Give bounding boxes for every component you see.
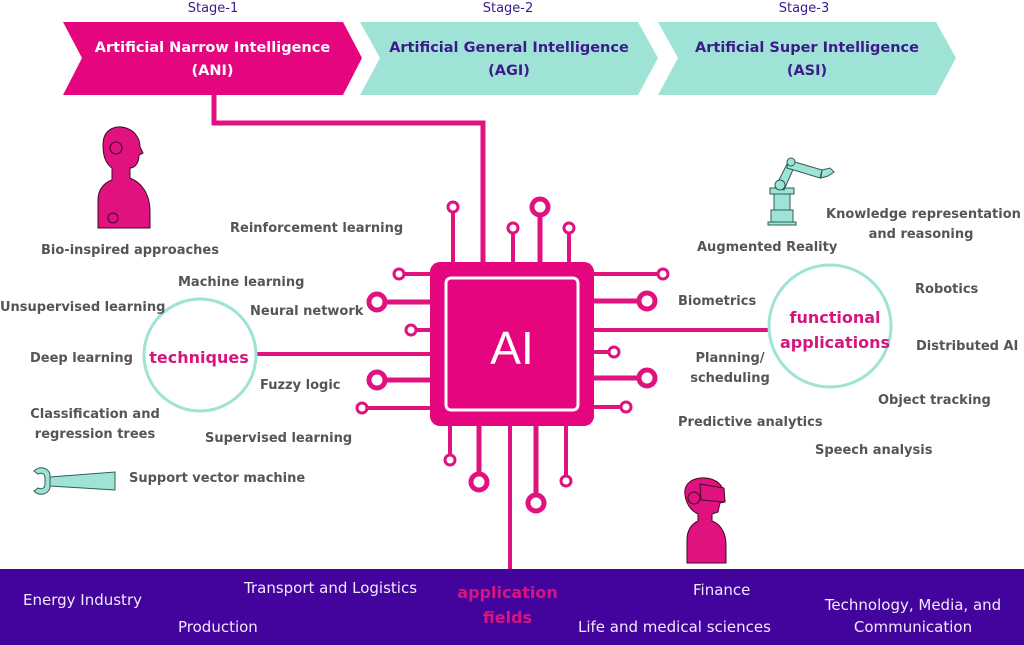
- technique-classification-line2: regression trees: [34, 427, 156, 442]
- functional-distributed-ai: Distributed AI: [916, 339, 1019, 354]
- pin-pad: [636, 290, 658, 312]
- pin-pad: [392, 267, 406, 281]
- ai-chip-inner: [444, 276, 580, 412]
- pin-pad: [468, 471, 490, 493]
- functional-knowledge-line1: Knowledge representation: [826, 207, 1021, 222]
- techniques-hub-label: techniques: [149, 348, 249, 367]
- pin-pad: [366, 369, 388, 391]
- pin-pad: [443, 453, 457, 467]
- functional-applications-hub: [767, 263, 893, 389]
- technique-classification-line1: Classification and: [30, 407, 160, 422]
- chevron-shape: [63, 22, 362, 95]
- pin-pad: [619, 400, 633, 414]
- functional-speech-analysis: Speech analysis: [815, 443, 933, 458]
- functional-planning-line1: Planning/: [695, 351, 765, 366]
- functional-hub-label-line2: applications: [780, 333, 890, 352]
- functional-knowledge-line2: and reasoning: [868, 227, 974, 242]
- stage-2-abbr: (AGI): [488, 63, 530, 79]
- technique-deep-learning: Deep learning: [30, 351, 133, 366]
- stage-1-abbr: (ANI): [191, 63, 234, 79]
- pin-pad: [656, 267, 670, 281]
- field-production: Production: [178, 618, 258, 636]
- pin-pad: [525, 492, 547, 514]
- chevron-shape: [658, 22, 956, 95]
- pin-pad: [446, 200, 460, 214]
- pin-pad: [607, 345, 621, 359]
- vr-headset-person-icon: [684, 477, 727, 564]
- technique-unsupervised-learning: Unsupervised learning: [0, 300, 166, 315]
- functional-planning-line2: scheduling: [690, 371, 770, 386]
- techniques-hub: [142, 297, 258, 413]
- stage-1-chevron: Artificial Narrow Intelligence (ANI): [63, 22, 362, 95]
- pin-pad: [559, 474, 573, 488]
- pin-pad: [506, 221, 520, 235]
- ai-chip-label: AI: [490, 322, 533, 374]
- technique-supervised-learning: Supervised learning: [205, 431, 353, 446]
- field-life-medical-sciences: Life and medical sciences: [578, 618, 771, 636]
- pin-pad: [366, 291, 388, 313]
- pin-pad: [562, 221, 576, 235]
- field-finance: Finance: [693, 581, 751, 599]
- stage-2-chevron: Artificial General Intelligence (AGI): [360, 22, 658, 95]
- technique-support-vector-machine: Support vector machine: [129, 471, 306, 486]
- fields-hub-label-line2: fields: [482, 608, 533, 627]
- field-transport-logistics: Transport and Logistics: [244, 579, 418, 597]
- pin-pad: [404, 323, 418, 337]
- stage-3-label: Stage-3: [778, 1, 830, 16]
- ani-connector-line: [211, 95, 486, 265]
- functional-object-tracking: Object tracking: [878, 393, 991, 408]
- stage-3-title: Artificial Super Intelligence: [695, 40, 919, 56]
- technique-machine-learning: Machine learning: [178, 275, 305, 290]
- robotic-arm-icon: [767, 157, 835, 226]
- application-fields-bar: [0, 569, 1024, 645]
- field-energy-industry: Energy Industry: [23, 591, 142, 609]
- field-tech-media-line1: Technology, Media, and: [824, 596, 1002, 614]
- field-tech-media-line2: Communication: [853, 618, 973, 636]
- functional-biometrics: Biometrics: [678, 294, 757, 309]
- robot-bust-icon: [97, 126, 151, 229]
- technique-neural-network: Neural network: [250, 304, 364, 319]
- stage-1-label: Stage-1: [187, 1, 239, 16]
- robot-gripper-icon: [33, 467, 116, 495]
- functional-predictive-analytics: Predictive analytics: [678, 415, 823, 430]
- stage-2-label: Stage-2: [482, 1, 534, 16]
- technique-bio-inspired-approaches: Bio-inspired approaches: [41, 243, 219, 258]
- functional-augmented-reality: Augmented Reality: [697, 240, 838, 255]
- technique-reinforcement-learning: Reinforcement learning: [230, 221, 404, 236]
- technique-fuzzy-logic: Fuzzy logic: [260, 378, 341, 393]
- stage-1-title: Artificial Narrow Intelligence: [94, 40, 331, 56]
- pin-pad: [636, 367, 658, 389]
- stage-2-title: Artificial General Intelligence: [389, 40, 629, 56]
- functional-robotics: Robotics: [915, 282, 979, 297]
- chevron-shape: [360, 22, 658, 95]
- pin-pad: [355, 401, 369, 415]
- stage-3-chevron: Artificial Super Intelligence (ASI): [658, 22, 956, 95]
- fields-hub-label-line1: application: [457, 583, 558, 602]
- stage-3-abbr: (ASI): [786, 63, 828, 79]
- functional-hub-label-line1: functional: [789, 308, 881, 327]
- pin-pad: [529, 196, 551, 218]
